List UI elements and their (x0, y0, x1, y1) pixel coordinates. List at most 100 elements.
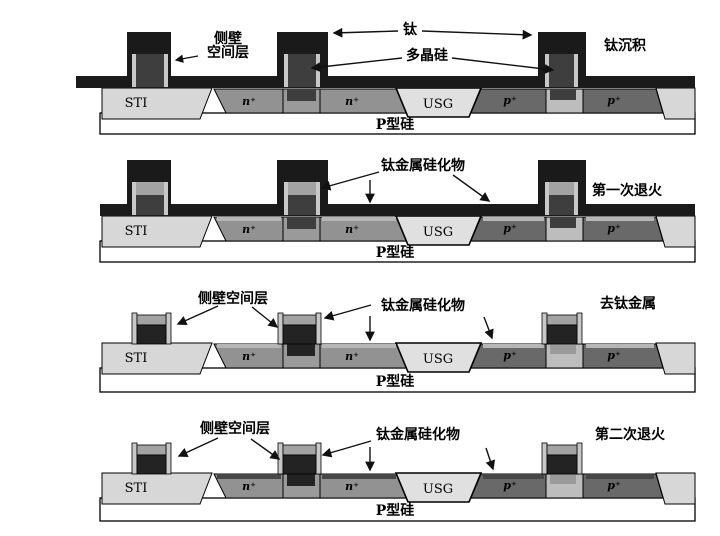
annotation-arrow (421, 29, 533, 40)
sti-region (655, 342, 696, 375)
panel-second-anneal: STI n⁺ n⁺ USG p⁺ p⁺ P型硅 侧壁空间层 钛金属硅化物 第二次… (99, 420, 696, 522)
sidewall-spacer (315, 312, 322, 345)
annotation-arrow (251, 306, 279, 328)
sidewall-spacer (165, 312, 172, 345)
silicide-strip (322, 217, 396, 221)
polysilicon-gate (282, 454, 317, 475)
annotation-arrow (174, 54, 199, 63)
p-plus-label: p⁺ (607, 349, 621, 362)
usg-label: USG (423, 97, 453, 112)
n-plus-label: n⁺ (345, 223, 359, 236)
polysilicon-gate (136, 195, 164, 215)
p-plus-label: p⁺ (503, 222, 517, 235)
silicide-strip (217, 344, 281, 348)
gate-stack-middle (277, 442, 322, 475)
silicide-gate-cap (546, 444, 578, 456)
sti-label: STI (125, 224, 148, 239)
sti-region (655, 472, 696, 505)
sti-region (101, 342, 213, 375)
spacer-annotation: 侧壁空间层 (198, 290, 268, 307)
sidewall-spacer (576, 442, 583, 475)
titanium-blanket-layer (100, 204, 695, 216)
sidewall-spacer (284, 54, 288, 87)
annotation-arrow (483, 316, 494, 340)
gate-stack-middle (277, 160, 328, 216)
gate-stack-right (538, 32, 586, 88)
gate-stack-right (541, 312, 583, 345)
usg-label: USG (423, 352, 453, 367)
poly-under-gate (287, 474, 315, 486)
spacer-annotation: 空间层 (207, 44, 249, 61)
poly-under-gate (287, 344, 315, 356)
panel-ti-strip: STI n⁺ n⁺ USG p⁺ p⁺ P型硅 侧壁空间层 钛金属硅化物 去钛金… (99, 290, 696, 393)
silicide-strip (322, 344, 396, 348)
sidewall-spacer (545, 54, 549, 87)
sidewall-spacer (316, 182, 320, 215)
sidewall-spacer (284, 182, 288, 215)
step-label: 第一次退火 (592, 182, 663, 199)
usg-region (394, 342, 483, 373)
silicide-gate-cap (136, 444, 167, 456)
silicide-strip (483, 344, 544, 348)
spacer-annotation: 侧壁 (214, 30, 242, 47)
sidewall-spacer (315, 442, 322, 475)
poly-under-gate (550, 89, 576, 100)
sidewall-spacer (132, 54, 136, 87)
p-plus-label: p⁺ (607, 479, 621, 492)
annotation-arrow (176, 305, 219, 326)
poly-under-gate (550, 474, 576, 484)
sidewall-spacer (277, 312, 284, 345)
sidewall-spacer (164, 182, 168, 215)
p-plus-region (582, 88, 664, 114)
sidewall-spacer (541, 312, 548, 345)
gate-stack-left (131, 312, 172, 345)
sidewall-spacer (545, 182, 549, 215)
poly-under-gate (550, 344, 576, 354)
step-label: 第二次退火 (595, 426, 666, 443)
annotation-arrow (321, 440, 372, 458)
sti-region (101, 472, 213, 505)
silicide-gate-cap (282, 444, 317, 456)
sidewall-spacer (131, 442, 138, 475)
silicide-strip (217, 474, 281, 479)
usg-label: USG (423, 482, 453, 497)
n-plus-label: n⁺ (345, 350, 359, 363)
p-plus-label: p⁺ (503, 479, 517, 492)
annotation-arrow (332, 27, 399, 38)
n-plus-label: n⁺ (242, 95, 256, 108)
usg-label: USG (423, 225, 453, 240)
sidewall-spacer (132, 182, 136, 215)
sidewall-spacer (541, 442, 548, 475)
panel-ti-deposition: STI n⁺ n⁺ USG p⁺ p⁺ P型硅 侧壁 空间层 钛 多晶硅 钛沉积 (76, 21, 696, 135)
silicide-gate-cap (546, 314, 578, 326)
sti-region (101, 215, 213, 248)
sti-label: STI (125, 351, 148, 366)
annotation-arrow (451, 57, 555, 74)
silicide-strip (322, 474, 396, 479)
sti-region (101, 87, 213, 120)
silicide-strip (483, 474, 544, 479)
annotation-arrow (310, 57, 403, 72)
p-plus-label: p⁺ (503, 349, 517, 362)
gate-stack-left (131, 442, 172, 475)
silicide-strip (586, 474, 654, 479)
polysilicon-annotation: 多晶硅 (406, 47, 448, 64)
polysilicon-gate (549, 195, 574, 215)
poly-under-gate (287, 217, 316, 229)
silicide-strip (483, 217, 544, 221)
polysilicon-gate (136, 54, 164, 87)
substrate-label: P型硅 (376, 373, 415, 390)
usg-region (394, 472, 483, 503)
silicide-gate-cap (288, 182, 316, 195)
polysilicon-gate (288, 195, 316, 215)
sidewall-spacer (574, 54, 578, 87)
silicide-annotation: 钛金属硅化物 (376, 426, 460, 443)
gate-stack-right (541, 442, 583, 475)
gate-stack-left (127, 160, 171, 216)
sidewall-spacer (574, 182, 578, 215)
titanium-annotation: 钛 (403, 21, 418, 38)
silicide-strip (217, 217, 281, 221)
annotation-arrow (323, 304, 372, 321)
